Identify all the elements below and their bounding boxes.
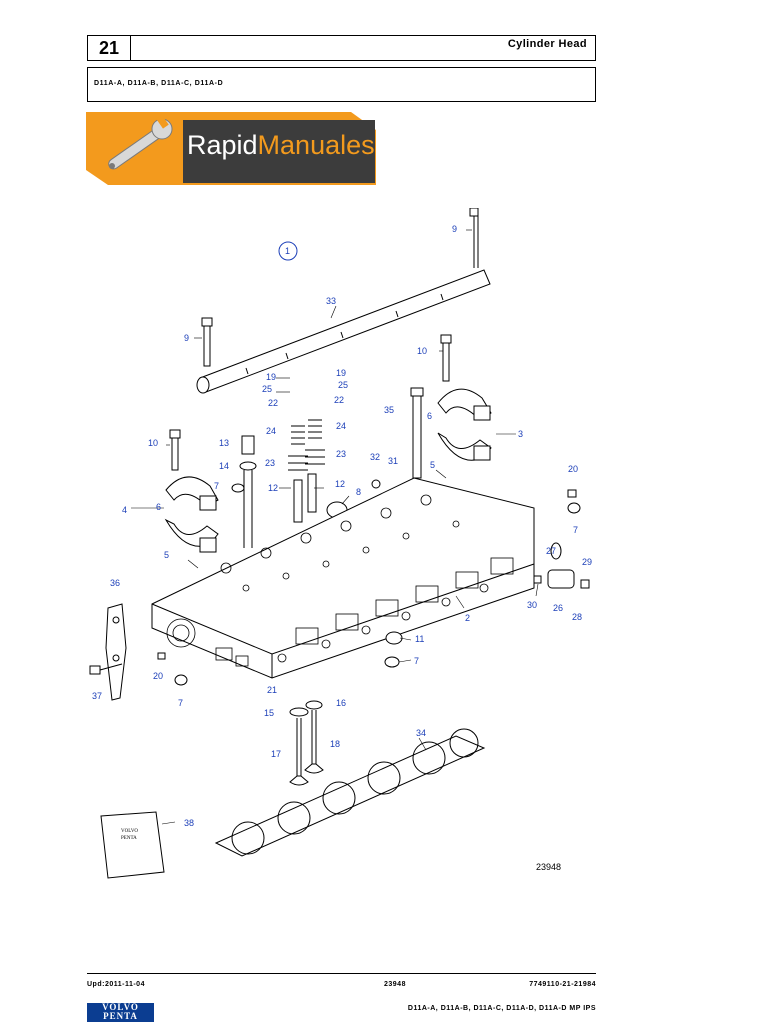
callout-label: 11 <box>415 634 424 644</box>
callout-label: 19 <box>336 368 346 378</box>
section-number: 21 <box>88 36 131 60</box>
cylinder-head-diagram: VOLVO PENTA 1 33 9 9 10 19 19 25 25 22 2… <box>89 208 592 879</box>
callout-label: 10 <box>148 438 158 448</box>
callout-label: 6 <box>156 502 161 512</box>
callout-label: 20 <box>153 671 163 681</box>
callout-label: 35 <box>384 405 394 415</box>
plug-7-front <box>384 656 400 668</box>
callout-label: 21 <box>267 685 277 695</box>
callout-label: 6 <box>427 411 432 421</box>
valves <box>289 700 324 786</box>
callout-labels: 1 33 9 9 10 19 19 25 25 22 22 35 6 3 13 … <box>92 224 592 828</box>
diagram-number: 23948 <box>536 862 562 872</box>
callout-label: 1 <box>285 246 290 256</box>
head-gasket <box>214 728 486 857</box>
callout-label: 9 <box>184 333 189 343</box>
models-text: D11A-A, D11A-B, D11A-C, D11A-D <box>94 80 224 87</box>
callout-label: 5 <box>164 550 169 560</box>
bearing-caps-left <box>164 476 219 553</box>
callout-circle-1 <box>278 241 298 261</box>
callout-label: 7 <box>573 525 578 535</box>
bearing-caps-right <box>437 388 492 461</box>
volvo-penta-logo: VOLVO PENTA <box>87 1003 154 1022</box>
callout-label: 30 <box>527 600 537 610</box>
callout-label: 23 <box>265 458 275 468</box>
plug-20-left <box>157 652 166 660</box>
callout-label: 2 <box>465 613 470 623</box>
callout-label: 22 <box>268 398 278 408</box>
footer-updated: Upd:2011-11-04 <box>87 981 145 988</box>
callout-label: 25 <box>338 380 348 390</box>
section-title: Cylinder Head <box>507 38 587 50</box>
plug-11 <box>385 631 403 645</box>
banner-logo-text: RapidManuales <box>187 130 375 160</box>
callout-label: 23 <box>336 449 346 459</box>
section-header: 21 Cylinder Head <box>87 35 596 61</box>
callout-label: 22 <box>334 395 344 405</box>
callout-label: 29 <box>582 557 592 567</box>
callout-label: 32 <box>370 452 380 462</box>
models-header: D11A-A, D11A-B, D11A-C, D11A-D <box>87 67 596 102</box>
lifting-eye <box>105 603 127 701</box>
callout-label: 8 <box>356 487 361 497</box>
manual-box-logo: VOLVO PENTA <box>121 829 138 841</box>
callout-label: 14 <box>219 461 229 471</box>
callout-label: 7 <box>178 698 183 708</box>
bolt-37 <box>89 663 123 675</box>
callout-label: 18 <box>330 739 340 749</box>
callout-label: 12 <box>335 479 345 489</box>
callout-label: 19 <box>266 372 276 382</box>
long-bolt <box>469 208 479 268</box>
callout-label: 33 <box>326 296 336 306</box>
callout-label: 24 <box>266 426 276 436</box>
bearing-bolt <box>440 334 452 382</box>
footer-number: 23948 <box>384 981 406 988</box>
callout-label: 16 <box>336 698 346 708</box>
injector-sleeve <box>231 435 257 548</box>
callout-label: 7 <box>414 656 419 666</box>
footer-models: D11A-A, D11A-B, D11A-C, D11A-D, D11A-D M… <box>407 1005 596 1012</box>
callout-label: 3 <box>518 429 523 439</box>
plug-20-right <box>567 489 577 498</box>
svg-text:VOLVO: VOLVO <box>121 829 138 834</box>
callout-label: 31 <box>388 456 398 466</box>
wrench-icon <box>108 114 173 170</box>
callout-label: 10 <box>417 346 427 356</box>
callout-label: 17 <box>271 749 281 759</box>
callout-label: 5 <box>430 460 435 470</box>
manual-box <box>100 811 165 879</box>
callout-label: 15 <box>264 708 274 718</box>
valve-springs <box>288 419 325 523</box>
left-bolt <box>201 317 213 367</box>
callout-label: 28 <box>572 612 582 622</box>
callout-label: 26 <box>553 603 563 613</box>
callout-label: 37 <box>92 691 102 701</box>
callout-label: 13 <box>219 438 229 448</box>
callout-label: 20 <box>568 464 578 474</box>
plug-7-left <box>174 674 188 686</box>
nut-32 <box>371 479 381 489</box>
callout-label: 25 <box>262 384 272 394</box>
rapidmanuales-banner[interactable]: RapidManuales <box>86 112 376 185</box>
svg-text:PENTA: PENTA <box>121 836 137 841</box>
footer-part-number: 7749110-21-21984 <box>529 981 596 988</box>
callout-label: 9 <box>452 224 457 234</box>
callout-label: 4 <box>122 505 127 515</box>
cylinder-head-block <box>151 477 535 679</box>
callout-label: 27 <box>546 546 556 556</box>
callout-label: 34 <box>416 728 426 738</box>
stud-35 <box>410 387 424 479</box>
bolt-10-left <box>169 429 181 471</box>
plug-7-right <box>567 502 581 514</box>
callout-label: 24 <box>336 421 346 431</box>
callout-label: 7 <box>214 481 219 491</box>
footer-divider <box>87 973 596 974</box>
callout-label: 38 <box>184 818 194 828</box>
cover-plate-26 <box>533 542 590 589</box>
rocker-shaft <box>196 269 491 394</box>
callout-label: 36 <box>110 578 120 588</box>
callout-label: 12 <box>268 483 278 493</box>
